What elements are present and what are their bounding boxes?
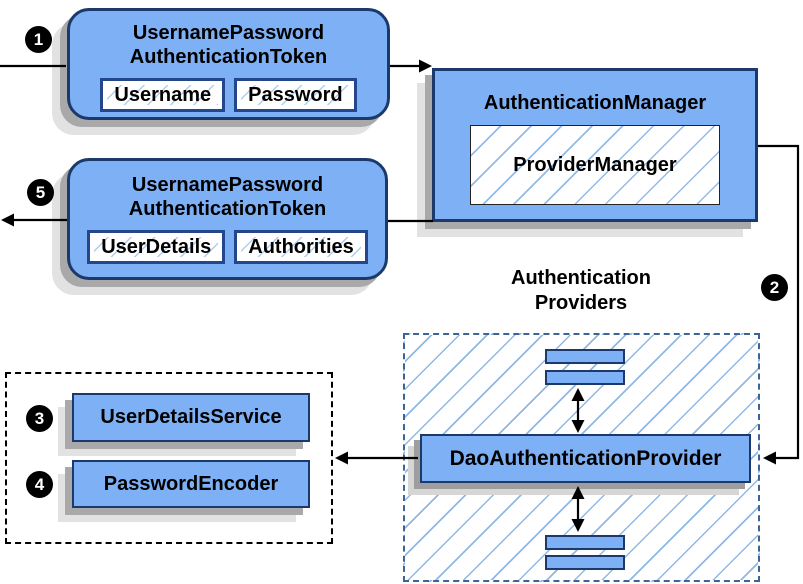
token-response-title-line2: AuthenticationToken bbox=[128, 198, 327, 220]
user-details-field: UserDetails bbox=[87, 230, 226, 264]
username-field: Username bbox=[100, 78, 226, 112]
token-request-title-line1: UsernamePassword bbox=[132, 22, 325, 44]
step-3-badge: 3 bbox=[26, 405, 53, 432]
user-details-service-box: UserDetailsService bbox=[72, 393, 310, 442]
dao-authentication-provider-box: DaoAuthenticationProvider bbox=[420, 434, 751, 483]
authentication-providers-label: Authentication Providers bbox=[455, 266, 707, 316]
authentication-manager-box: AuthenticationManager ProviderManager bbox=[432, 68, 758, 222]
provider-item-bar bbox=[545, 535, 625, 550]
provider-item-bar bbox=[545, 370, 625, 385]
token-request-title: UsernamePassword AuthenticationToken bbox=[70, 11, 387, 69]
provider-manager-box: ProviderManager bbox=[470, 125, 720, 205]
provider-item-bar bbox=[545, 349, 625, 364]
step-4-badge: 4 bbox=[26, 471, 53, 498]
authentication-providers-container: DaoAuthenticationProvider bbox=[403, 333, 760, 582]
arrow-manager-to-provider bbox=[758, 144, 800, 465]
token-response-title: UsernamePassword AuthenticationToken bbox=[70, 161, 385, 221]
authentication-providers-label-line1: Authentication bbox=[511, 267, 651, 289]
step-1-badge: 1 bbox=[25, 26, 52, 53]
password-encoder-box: PasswordEncoder bbox=[72, 460, 310, 508]
token-request-fields: Username Password bbox=[70, 78, 387, 112]
token-response-title-line1: UsernamePassword bbox=[131, 174, 324, 196]
token-response-fields: UserDetails Authorities bbox=[70, 230, 385, 264]
authentication-providers-label-line2: Providers bbox=[534, 292, 628, 314]
authorities-field: Authorities bbox=[234, 230, 368, 264]
step-2-badge: 2 bbox=[761, 274, 788, 301]
authentication-manager-title: AuthenticationManager bbox=[483, 92, 707, 114]
token-request-title-line2: AuthenticationToken bbox=[129, 46, 328, 68]
step-5-badge: 5 bbox=[27, 179, 54, 206]
password-field: Password bbox=[234, 78, 357, 112]
username-password-token-request-box: UsernamePassword AuthenticationToken Use… bbox=[67, 8, 390, 120]
username-password-token-response-box: UsernamePassword AuthenticationToken Use… bbox=[67, 158, 388, 280]
provider-item-bar bbox=[545, 555, 625, 570]
